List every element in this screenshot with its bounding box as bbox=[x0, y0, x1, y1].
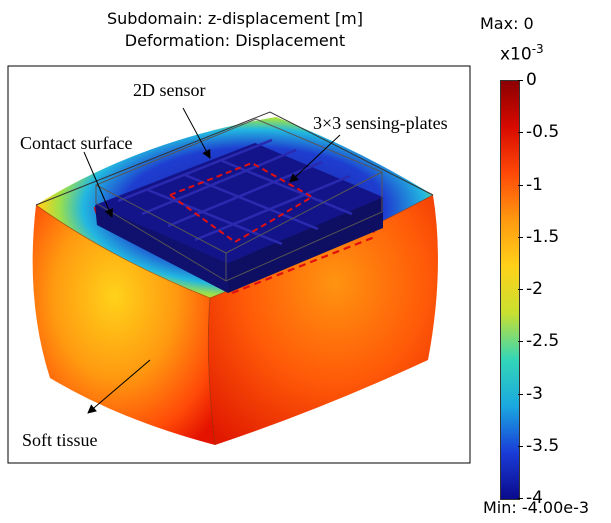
plot-title: Subdomain: z-displacement [m] Deformatio… bbox=[85, 8, 385, 52]
tissue-right-face bbox=[208, 195, 438, 445]
sensor-plate-lines bbox=[117, 138, 353, 246]
colorbar-exponent: x10-3 bbox=[500, 42, 544, 65]
title-line-2: Deformation: Displacement bbox=[124, 31, 346, 50]
contact-arrow bbox=[83, 151, 113, 218]
colorbar-tick-mark bbox=[518, 393, 523, 395]
tissue-arrow bbox=[87, 359, 151, 414]
sensing-plates-outline bbox=[167, 161, 315, 244]
colorbar-tick-mark bbox=[518, 184, 523, 186]
colorbar-tick-mark bbox=[518, 498, 523, 499]
plates-label: 3×3 sensing-plates bbox=[313, 113, 448, 133]
sensor-arrow bbox=[182, 107, 211, 159]
colorbar-tick-mark bbox=[518, 132, 523, 134]
exponent-power: -3 bbox=[531, 42, 544, 56]
colorbar-tick-mark bbox=[518, 341, 523, 343]
tissue-left-face bbox=[32, 205, 216, 445]
colorbar-tick-mark bbox=[518, 445, 523, 447]
contact-label: Contact surface bbox=[20, 133, 133, 153]
colorbar-tick-label: -4 bbox=[526, 488, 543, 508]
colorbar-tick-mark bbox=[518, 80, 523, 81]
exponent-base: x10 bbox=[500, 44, 532, 65]
max-label: Max: 0 bbox=[480, 14, 534, 33]
sensor-body-top bbox=[95, 143, 383, 263]
plates-arrow bbox=[289, 134, 341, 183]
colorbar-ticks: 0 -0.5 -1 -1.5 -2 -2.5 -3 -3.5 -4 bbox=[518, 70, 600, 508]
sensor-body-side-right bbox=[228, 197, 383, 293]
colorbar: x10-3 0-0.5-1-1.5-2-2.5-3-3.5-4 bbox=[486, 40, 606, 508]
title-line-1: Subdomain: z-displacement [m] bbox=[106, 9, 363, 28]
sensor-label: 2D sensor bbox=[133, 80, 206, 100]
colorbar-tick-label: -0.5 bbox=[526, 122, 560, 143]
tissue-label: Soft tissue bbox=[22, 430, 98, 450]
tissue-top-outline bbox=[35, 111, 434, 206]
colorbar-tick-mark bbox=[518, 236, 523, 238]
colorbar-tick-label: -2.5 bbox=[526, 331, 560, 352]
sensor-housing-outline bbox=[95, 118, 383, 282]
colorbar-tick-label: -1 bbox=[526, 174, 543, 195]
colorbar-tick-label: -3.5 bbox=[526, 435, 560, 456]
colorbar-tick-label: -1.5 bbox=[526, 226, 560, 247]
sensor-body-side-left bbox=[95, 205, 228, 293]
min-label: Min: -4.00e-3 bbox=[483, 498, 590, 517]
colorbar-tick-label: 0 bbox=[526, 70, 537, 90]
colorbar-tick-mark bbox=[518, 289, 523, 290]
colorbar-tick-label: -2 bbox=[526, 279, 543, 299]
colorbar-gradient bbox=[500, 80, 520, 500]
colorbar-tick-label: -3 bbox=[526, 383, 543, 404]
sensor-2d bbox=[95, 118, 383, 293]
